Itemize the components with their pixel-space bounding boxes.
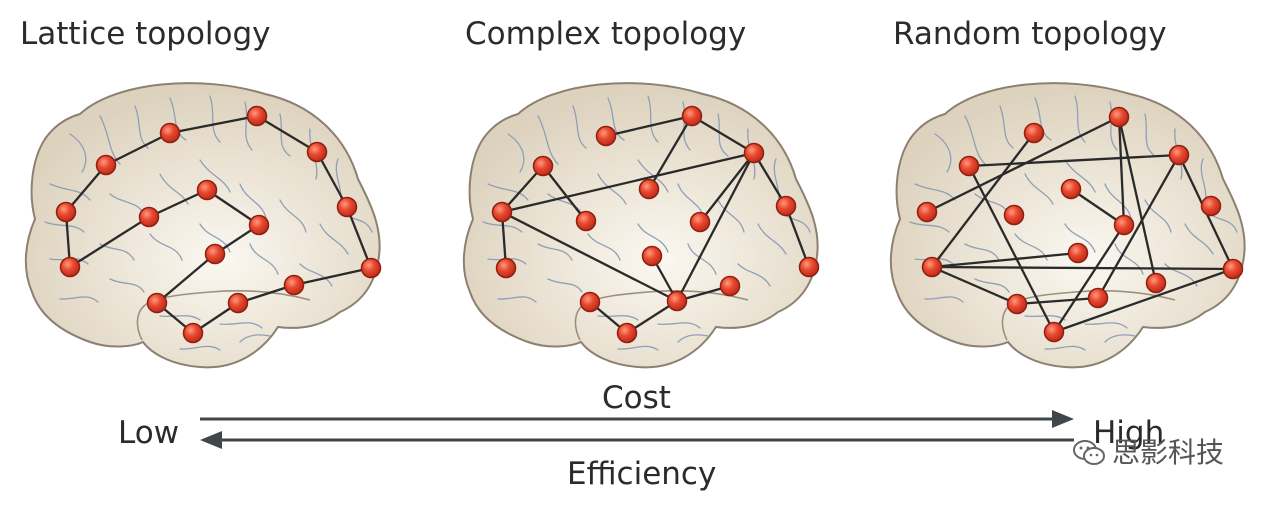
efficiency-arrow bbox=[200, 431, 1074, 449]
scale-high-label: High bbox=[1093, 415, 1165, 451]
node bbox=[95, 154, 117, 176]
node bbox=[1113, 214, 1135, 236]
efficiency-label: Efficiency bbox=[567, 456, 717, 492]
node bbox=[719, 275, 741, 297]
cost-arrow bbox=[200, 410, 1074, 428]
random-nodes bbox=[916, 106, 1244, 343]
node bbox=[616, 322, 638, 344]
node bbox=[575, 210, 597, 232]
node bbox=[283, 274, 305, 296]
node bbox=[196, 179, 218, 201]
watermark-text: 思影科技 bbox=[1112, 436, 1225, 469]
node bbox=[138, 206, 160, 228]
node bbox=[681, 105, 703, 127]
node bbox=[1003, 204, 1025, 226]
node bbox=[248, 214, 270, 236]
node bbox=[1023, 122, 1045, 144]
node bbox=[916, 201, 938, 223]
node bbox=[1060, 178, 1082, 200]
node bbox=[1200, 195, 1222, 217]
node bbox=[1222, 258, 1244, 280]
node bbox=[159, 122, 181, 144]
node bbox=[1145, 272, 1167, 294]
lattice-nodes bbox=[55, 105, 382, 344]
complex-nodes bbox=[491, 105, 820, 344]
scale-low-label: Low bbox=[118, 415, 180, 451]
lattice-topology-title: Lattice topology bbox=[20, 16, 271, 52]
node bbox=[491, 201, 513, 223]
node bbox=[579, 291, 601, 313]
node bbox=[1067, 242, 1089, 264]
random-topology-title: Random topology bbox=[893, 16, 1167, 52]
node bbox=[360, 257, 382, 279]
node bbox=[1087, 287, 1109, 309]
node bbox=[595, 125, 617, 147]
random-brain bbox=[889, 82, 1246, 369]
node bbox=[1006, 293, 1028, 315]
node bbox=[306, 141, 328, 163]
node bbox=[743, 142, 765, 164]
node bbox=[227, 292, 249, 314]
node bbox=[689, 211, 711, 233]
node bbox=[958, 155, 980, 177]
node bbox=[1043, 321, 1065, 343]
node bbox=[638, 178, 660, 200]
watermark: 思影科技 bbox=[1072, 436, 1224, 470]
node bbox=[1168, 144, 1190, 166]
wechat-icon bbox=[1073, 440, 1105, 465]
node bbox=[666, 290, 688, 312]
cost-label: Cost bbox=[602, 380, 671, 416]
node bbox=[182, 322, 204, 344]
complex-topology-title: Complex topology bbox=[465, 16, 747, 52]
node bbox=[55, 201, 77, 223]
node bbox=[1108, 106, 1130, 128]
node bbox=[336, 196, 358, 218]
node bbox=[532, 155, 554, 177]
node bbox=[495, 257, 517, 279]
complex-network bbox=[500, 114, 811, 334]
node bbox=[146, 292, 168, 314]
node bbox=[59, 256, 81, 278]
node bbox=[921, 256, 943, 278]
node bbox=[798, 256, 820, 278]
lattice-network bbox=[64, 114, 373, 334]
node bbox=[246, 105, 268, 127]
node bbox=[641, 245, 663, 267]
node bbox=[204, 243, 226, 265]
node bbox=[775, 195, 797, 217]
